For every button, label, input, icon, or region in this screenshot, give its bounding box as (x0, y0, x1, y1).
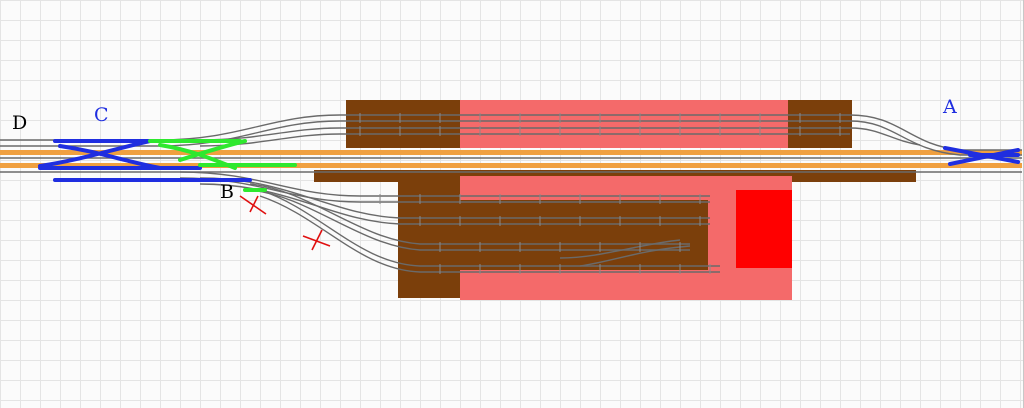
track-yard-cross-b (579, 245, 691, 267)
track-upper-2 (199, 127, 921, 146)
green-route-3 (178, 139, 247, 162)
track-lower-1 (179, 171, 710, 197)
mainline-lower (0, 163, 1022, 168)
upper-platform-pink (460, 100, 788, 148)
blue-route-c-cross2 (58, 144, 162, 170)
track-lower-4b (259, 195, 720, 273)
track-yard-cross (559, 239, 681, 259)
mainline-tracks (0, 150, 1022, 168)
green-routes (148, 139, 297, 192)
label-a: A (943, 96, 957, 118)
label-d: D (12, 112, 28, 134)
building-red (736, 190, 792, 268)
cross-icon (302, 229, 331, 251)
label-b: B (220, 181, 234, 203)
label-c: C (94, 104, 109, 126)
sleepers (359, 113, 841, 274)
track-lower-4 (259, 189, 720, 267)
track-lower-3 (249, 183, 690, 245)
blue-routes (38, 139, 1020, 182)
mainline-upper (0, 150, 1022, 155)
track-upper-1 (0, 114, 1022, 151)
cross-icon (239, 195, 267, 215)
yard-inner-brown (398, 200, 708, 270)
